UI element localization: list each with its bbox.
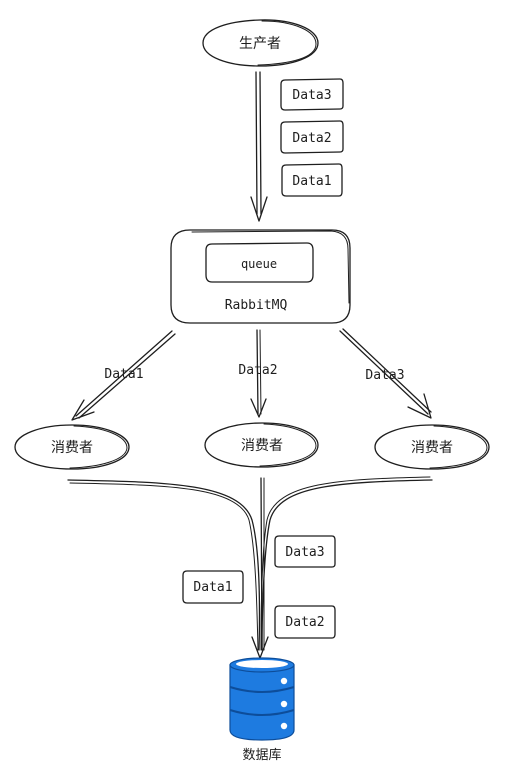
database-label: 数据库 [242, 747, 281, 763]
consumer-to-db-flows [67, 476, 433, 659]
route-label-right: Data3 [365, 368, 404, 383]
route-label-center: Data2 [238, 363, 277, 378]
database-icon [229, 657, 295, 741]
producer-to-broker-arrow [250, 71, 268, 222]
db-message-label: Data2 [285, 615, 324, 630]
inbound-message-label: Data2 [292, 131, 331, 146]
route-arrow-left [71, 330, 176, 421]
consumer-label: 消费者 [411, 440, 453, 456]
inbound-message-tag: Data1 [281, 163, 343, 197]
queue-label: queue [241, 257, 277, 271]
queue-box: queue [205, 242, 314, 283]
db-message-label: Data1 [193, 580, 232, 595]
producer-label: 生产者 [239, 36, 281, 52]
inbound-message-tag: Data3 [280, 78, 344, 111]
route-label-left: Data1 [104, 367, 143, 382]
rabbitmq-broker: queue RabbitMQ [170, 229, 351, 324]
consumer-node: 消费者 [14, 424, 130, 470]
db-message-label: Data3 [285, 545, 324, 560]
consumer-node: 消费者 [204, 422, 319, 468]
route-arrow-right [339, 328, 432, 419]
inbound-message-label: Data1 [292, 174, 331, 189]
db-message-tag: Data3 [274, 535, 336, 568]
consumer-node: 消费者 [374, 424, 490, 470]
inbound-message-tag: Data2 [280, 120, 344, 154]
broker-name: RabbitMQ [225, 298, 288, 313]
inbound-message-label: Data3 [292, 88, 331, 103]
producer-node: 生产者 [202, 19, 319, 67]
db-message-tag: Data1 [182, 570, 244, 604]
consumer-label: 消费者 [51, 440, 93, 456]
consumer-label: 消费者 [241, 438, 283, 454]
route-arrow-center [250, 329, 267, 418]
db-message-tag: Data2 [274, 605, 336, 639]
